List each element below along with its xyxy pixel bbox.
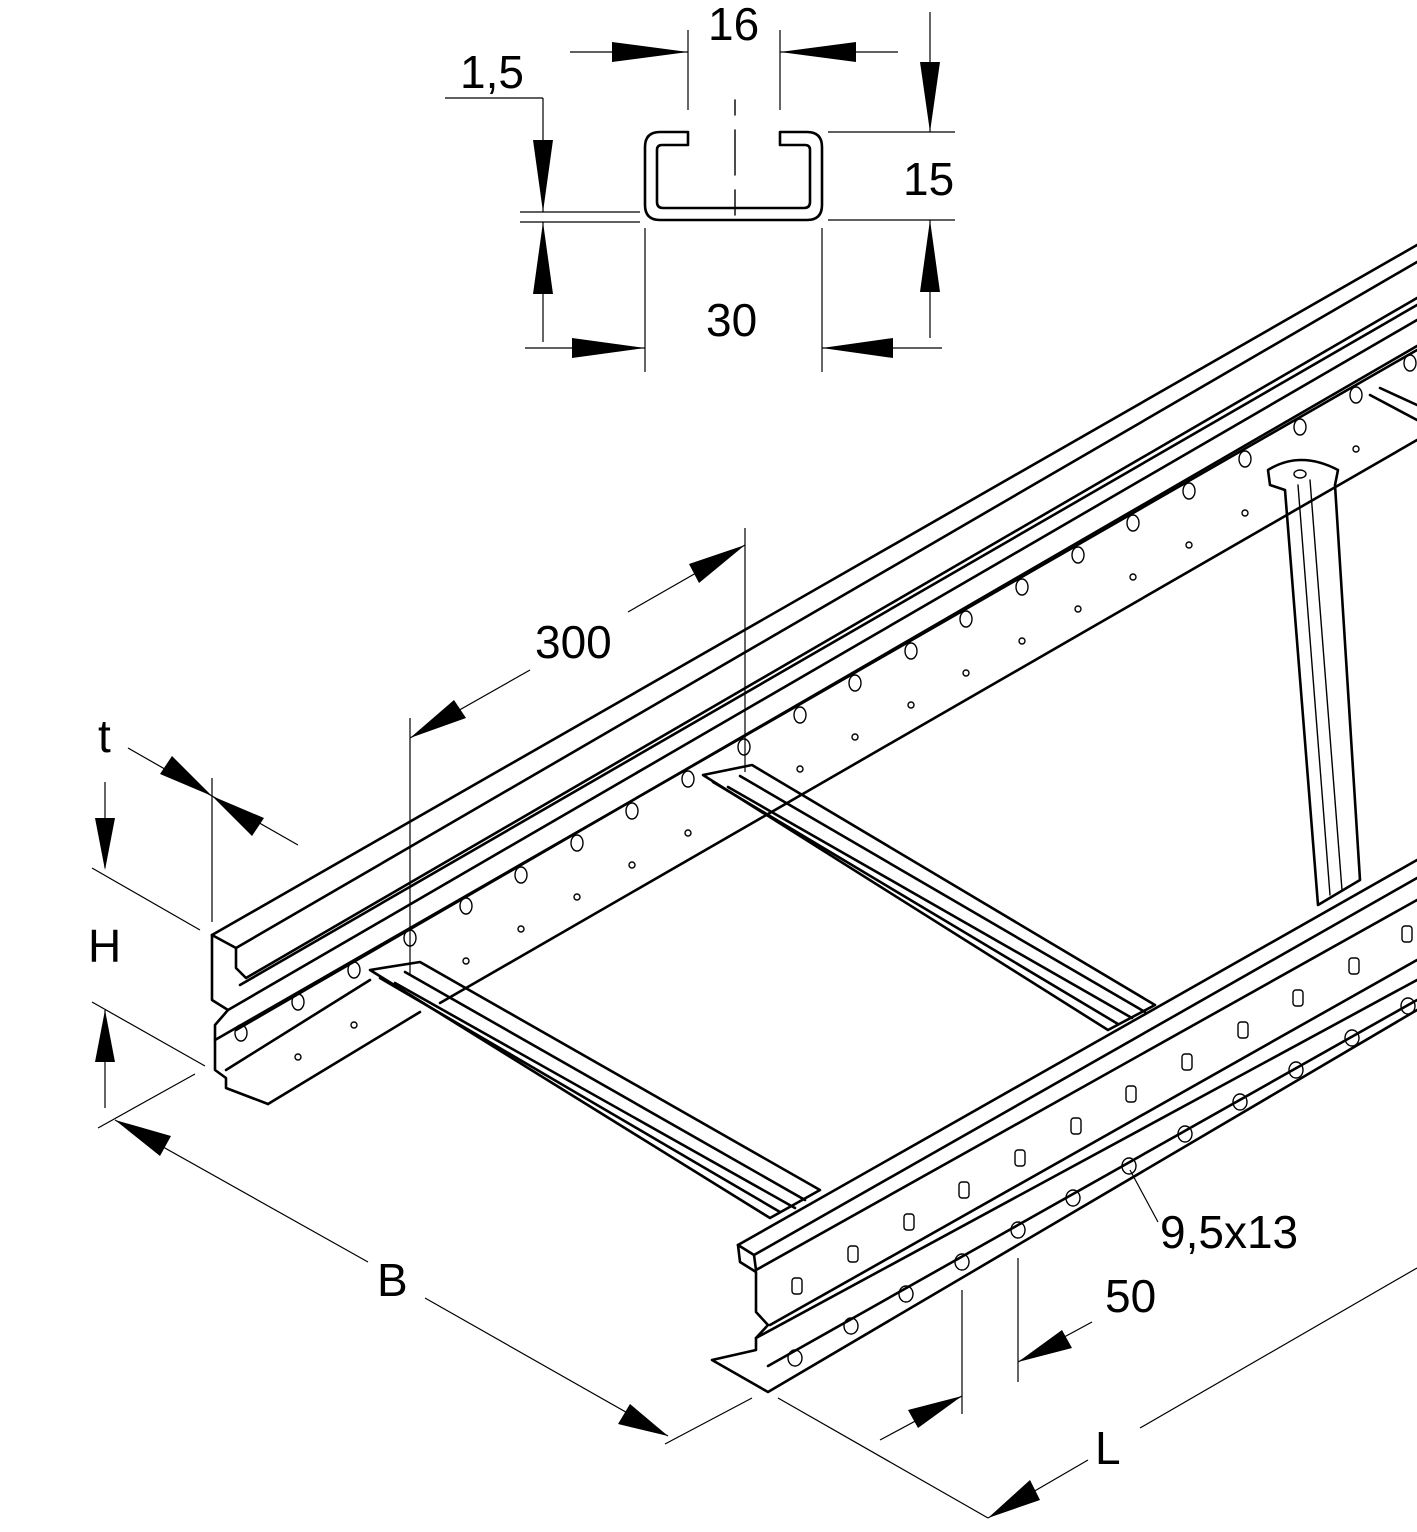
front-rail-slots: [787, 925, 1416, 1367]
c-profile-section: 16 1,5 15 30: [445, 0, 955, 372]
rung-front: [368, 960, 822, 1220]
front-side-rail: [710, 858, 1417, 1394]
dim-length: L: [1095, 1422, 1121, 1474]
dim-slot-pitch: 50: [1105, 1270, 1156, 1322]
ladder-dimensions: 300 t H B L 50: [88, 528, 1417, 1519]
dim-top-opening: 16: [708, 0, 759, 50]
dim-profile-width: 30: [706, 294, 757, 346]
rung-back: [1368, 386, 1417, 422]
rear-side-rail: [210, 243, 1417, 1106]
dim-width: B: [377, 1254, 408, 1306]
dim-slot-size: 9,5x13: [1160, 1206, 1298, 1258]
hanger-bracket: [1266, 458, 1362, 907]
cable-ladder: [210, 243, 1417, 1394]
rear-rail-holes: [234, 354, 1417, 1061]
dim-wall-thickness: 1,5: [460, 46, 524, 98]
dim-rung-spacing: 300: [535, 616, 612, 668]
dim-profile-height: 15: [903, 153, 954, 205]
dim-height: H: [88, 920, 121, 972]
dim-thickness: t: [98, 710, 111, 762]
rung-middle: [701, 763, 1157, 1032]
